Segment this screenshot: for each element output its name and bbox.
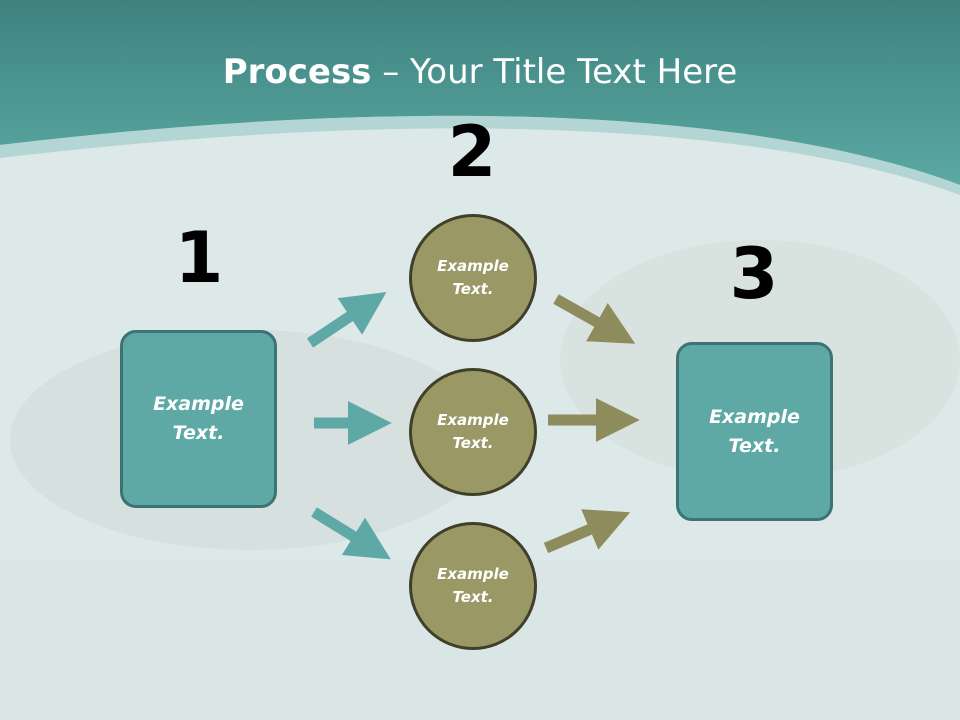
header-wave bbox=[0, 115, 960, 195]
arrow-2-top-to-3 bbox=[553, 294, 636, 344]
step-3-text: Example Text. bbox=[709, 405, 800, 457]
step-3-box: Example Text. bbox=[676, 342, 833, 521]
step-2-circle-bottom: Example Text. bbox=[409, 522, 537, 650]
header-band bbox=[0, 0, 960, 185]
step-2-text-middle: Example Text. bbox=[437, 411, 509, 452]
title-rest: – Your Title Text Here bbox=[371, 52, 738, 92]
slide-title: Process – Your Title Text Here bbox=[0, 52, 960, 92]
step-1-text: Example Text. bbox=[153, 393, 244, 444]
title-bold: Process bbox=[222, 52, 372, 92]
step-1-box: Example Text. bbox=[120, 330, 277, 508]
step-number-2: 2 bbox=[447, 111, 497, 193]
arrow-1-to-2-top bbox=[306, 292, 387, 348]
step-number-3: 3 bbox=[729, 233, 779, 315]
step-2-text-bottom: Example Text. bbox=[437, 565, 509, 606]
step-number-1: 1 bbox=[174, 217, 224, 299]
step-2-circle-middle: Example Text. bbox=[409, 368, 537, 496]
step-2-circle-top: Example Text. bbox=[409, 214, 537, 342]
step-2-text-top: Example Text. bbox=[437, 257, 509, 298]
arrow-2-bottom-to-3 bbox=[543, 509, 631, 554]
arrow-1-to-2-bottom bbox=[311, 507, 391, 560]
